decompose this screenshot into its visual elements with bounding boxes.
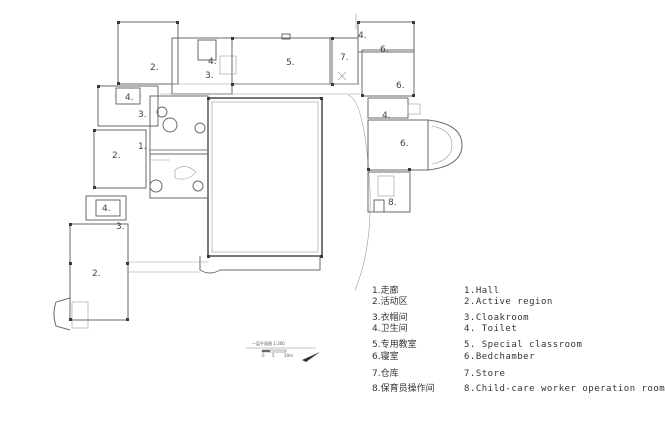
south-west-wing [53,195,208,331]
legend-en: 3.Cloakroom [464,313,530,323]
room-label-4-east-mid: 4. [382,111,391,121]
legend-en: 8.Child-care worker operation room [464,384,665,394]
legend-en: 6.Bedchamber [464,352,536,362]
structural-columns [69,21,415,321]
room-label-1: 1. [138,142,147,152]
legend-cn: 2.活动区 [372,297,408,307]
legend-en: 5. Special classroom [464,340,583,350]
scale-bar-title: 一层平面图 1:300 [252,340,285,346]
room-label-2-west: 2. [112,151,121,161]
site-boundary-arc [347,94,371,291]
room-label-4-east-top: 4. [358,31,367,41]
scale-tick-5: 5 [272,353,275,358]
legend-en: 4. Toilet [464,324,518,334]
room-label-5: 5. [286,58,295,68]
scale-bar: 一层平面图 1:300 0 5 10m [246,340,320,362]
room-label-7: 7. [340,53,349,63]
west-wing [93,85,209,199]
legend-cn: 3.衣帽间 [372,313,408,323]
legend-cn: 8.保育员操作间 [372,384,435,394]
scale-tick-10: 10m [284,353,293,358]
legend-cn: 4.卫生间 [372,324,408,334]
room-label-3-north: 3. [205,71,214,81]
north-wing [117,21,360,95]
floor-plan-drawing: 2. 4. 3. 5. 7. 4. 6. 6. 4. 6. 8. 4. 3. 1… [53,14,463,331]
room-label-3-southwest: 3. [116,222,125,232]
scale-tick-0: 0 [262,353,265,358]
central-courtyard [199,97,323,274]
room-label-8: 8. [388,198,397,208]
room-label-2-southwest: 2. [92,269,101,279]
room-label-4-north: 4. [208,57,217,67]
east-wing [355,14,463,213]
room-label-6-east-mid: 6. [396,81,405,91]
north-arrow [302,352,320,362]
legend-cn: 1.走廊 [372,286,399,296]
room-label-6-east-top: 6. [380,45,389,55]
legend-en: 1.Hall [464,286,500,296]
room-label-4-west-top: 4. [125,93,134,103]
room-label-6-east-round: 6. [400,139,409,149]
legend-cn: 5.专用教室 [372,340,417,350]
legend-cn: 6.寝室 [372,352,399,362]
legend-en: 2.Active region [464,297,553,307]
room-label-4-southwest: 4. [102,204,111,214]
room-label-2-north: 2. [150,63,159,73]
legend-cn: 7.仓库 [372,369,399,379]
room-label-3-west: 3. [138,110,147,120]
legend-en: 7.Store [464,369,506,379]
